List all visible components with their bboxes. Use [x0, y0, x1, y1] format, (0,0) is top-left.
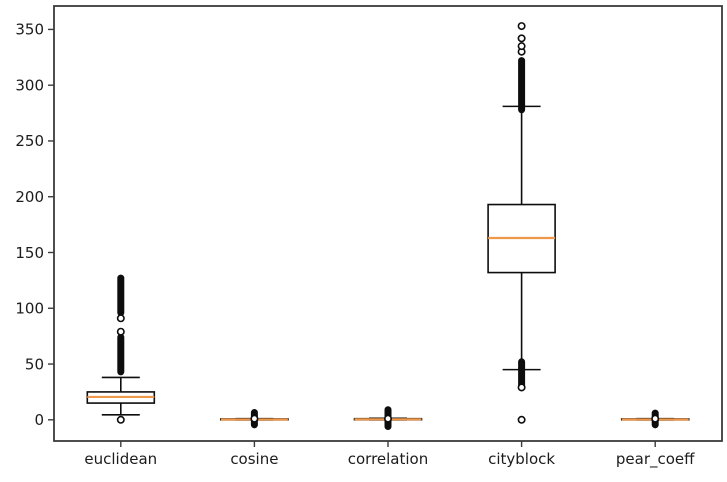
outlier-point — [250, 414, 259, 423]
outlier-point — [517, 22, 526, 31]
outlier-point — [651, 414, 660, 423]
y-tick-label: 250 — [15, 132, 44, 150]
x-tick-label-cityblock: cityblock — [488, 450, 555, 468]
y-tick-label: 350 — [15, 21, 44, 39]
x-tick-label-cosine: cosine — [230, 450, 278, 468]
outlier-point — [517, 383, 526, 392]
y-tick-label: 0 — [34, 411, 44, 429]
box-pear_coeff — [620, 409, 690, 429]
outlier-point — [517, 34, 526, 43]
outlier-point — [517, 42, 526, 51]
x-tick-label-euclidean: euclidean — [84, 450, 157, 468]
box-cityblock — [487, 22, 556, 424]
box-cosine — [220, 409, 289, 429]
y-tick-label: 150 — [15, 244, 44, 262]
outlier-point — [116, 314, 125, 323]
outlier-point — [116, 327, 125, 336]
box-euclidean — [86, 274, 156, 424]
y-tick-label: 100 — [15, 300, 44, 318]
y-axis: 0 50 100 150 200 250 300 350 — [15, 21, 54, 429]
box-correlation — [353, 406, 423, 430]
y-tick-label: 50 — [25, 355, 44, 373]
x-axis: euclidean cosine correlation cityblock pear_… — [84, 441, 695, 469]
y-tick-label: 300 — [15, 76, 44, 94]
outlier-point — [116, 415, 125, 424]
x-tick-label-correlation: correlation — [348, 450, 429, 468]
outlier-point — [383, 414, 392, 423]
y-tick-label: 200 — [15, 188, 44, 206]
x-tick-label-pear_coeff: pear_coeff — [616, 450, 695, 469]
outlier-point — [517, 415, 526, 424]
